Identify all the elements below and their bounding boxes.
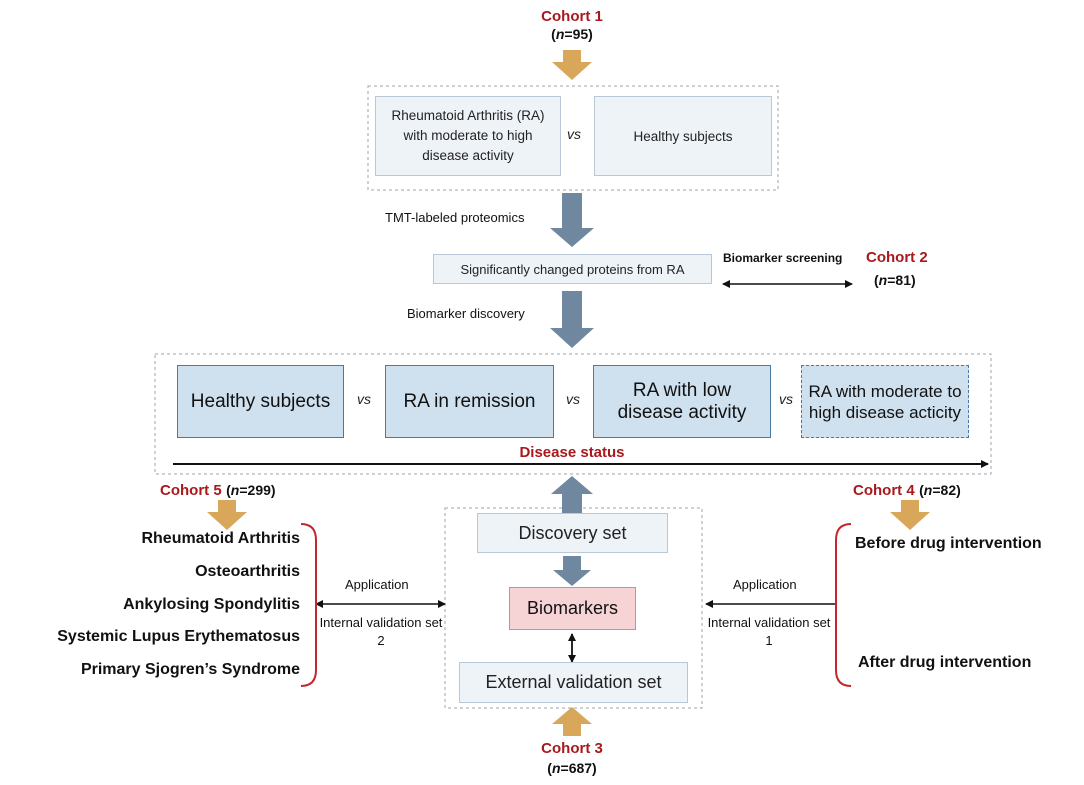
tmt-gray-arrow: [550, 193, 594, 247]
cohort4-label: Cohort 4: [853, 482, 915, 499]
internal-validation-set-2-label: Internal validation set 2: [319, 615, 443, 648]
external-validation-set-box: External validation set: [459, 662, 688, 703]
discovery-gray-arrow: [550, 291, 594, 348]
right-red-bracket: [835, 523, 852, 687]
biomarkers-box: Biomarkers: [509, 587, 636, 630]
changed-proteins-box: Significantly changed proteins from RA: [433, 254, 712, 284]
status-remission-box: RA in remission: [385, 365, 554, 438]
cohort5-n: (n=299): [226, 482, 276, 498]
cohort1-gold-arrow: [552, 50, 592, 80]
to-biomarkers-gray-arrow: [553, 556, 591, 586]
cohort4-header: Cohort 4 (n=82): [853, 482, 961, 500]
cohort4-gold-arrow: [890, 500, 930, 530]
status-vs-3: vs: [779, 391, 793, 407]
cohort3-label: Cohort 3: [541, 740, 603, 757]
biomarker-discovery-label: Biomarker discovery: [407, 306, 525, 321]
status-vs-2: vs: [566, 391, 580, 407]
disease-systemic-lupus: Systemic Lupus Erythematosus: [57, 628, 300, 645]
status-low-activity-box: RA with low disease activity: [593, 365, 771, 438]
cohort2-label: Cohort 2: [866, 249, 928, 266]
cohort5-gold-arrow: [207, 500, 247, 530]
before-drug-intervention: Before drug intervention: [855, 535, 1042, 552]
disease-ankylosing-spondylitis: Ankylosing Spondylitis: [123, 596, 300, 613]
left-application-label: Application: [345, 577, 409, 592]
status-up-gray-arrow: [551, 476, 593, 513]
top-vs-label: vs: [567, 126, 581, 142]
cohort3-n: (n=687): [547, 760, 597, 776]
discovery-set-box: Discovery set: [477, 513, 668, 553]
status-healthy-box: Healthy subjects: [177, 365, 344, 438]
after-drug-intervention: After drug intervention: [858, 654, 1032, 671]
status-vs-1: vs: [357, 391, 371, 407]
disease-rheumatoid-arthritis: Rheumatoid Arthritis: [141, 530, 300, 547]
cohort5-label: Cohort 5: [160, 482, 222, 499]
cohort1-label: Cohort 1: [541, 8, 603, 25]
disease-osteoarthritis: Osteoarthritis: [195, 563, 300, 580]
cohort1-n: (n=95): [551, 26, 593, 42]
cohort5-header: Cohort 5 (n=299): [160, 482, 276, 500]
biomarker-screening-label: Biomarker screening: [723, 251, 843, 265]
disease-status-label: Disease status: [519, 444, 625, 461]
cohort4-n: (n=82): [919, 482, 961, 498]
cohort2-n: (n=81): [874, 272, 916, 288]
disease-primary-sjogren: Primary Sjogren’s Syndrome: [80, 661, 300, 678]
left-red-bracket: [300, 523, 317, 687]
tmt-proteomics-label: TMT-labeled proteomics: [385, 210, 525, 225]
ra-moderate-high-box: Rheumatoid Arthritis (RA) with moderate …: [375, 96, 561, 176]
cohort3-gold-arrow: [552, 707, 592, 736]
comparison-frame: [367, 85, 779, 191]
right-application-label: Application: [733, 577, 797, 592]
internal-validation-set-1-label: Internal validation set 1: [707, 615, 831, 648]
status-moderate-high-box: RA with moderate to high disease acticit…: [801, 365, 969, 438]
healthy-subjects-box: Healthy subjects: [594, 96, 772, 176]
disease-status-frame: [154, 353, 992, 475]
